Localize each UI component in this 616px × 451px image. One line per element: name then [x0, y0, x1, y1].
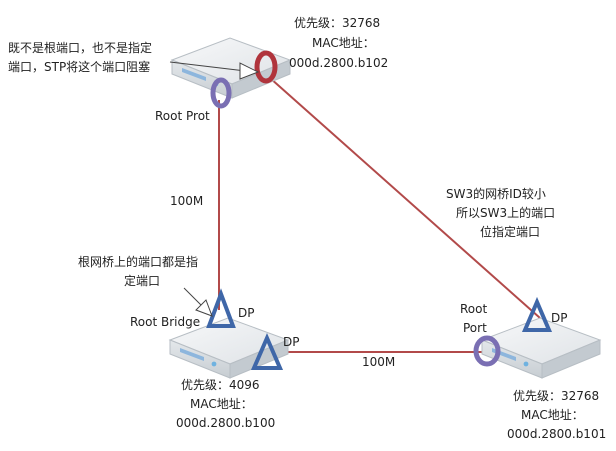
- sw-left-mac: 000d.2800.b100: [176, 416, 275, 430]
- sw-top-port-label: Root Prot: [155, 109, 210, 123]
- root-port-marker-top: [210, 77, 232, 109]
- arrow-icon: [169, 61, 260, 80]
- sw-right-priority: 优先级：32768: [513, 389, 599, 403]
- note-sw3-line2: 所以SW3上的端口: [456, 205, 555, 220]
- sw-left-name: Root Bridge: [130, 315, 200, 329]
- note-sw3-line1: SW3的网桥ID较小: [446, 186, 546, 201]
- sw-right-port-label-1: Root: [460, 302, 487, 316]
- designated-port-marker-left-right: [250, 332, 284, 370]
- note-root-bridge-line2: 定端口: [124, 273, 160, 288]
- ellipse-icon: [210, 77, 232, 109]
- dp-label-right: DP: [551, 311, 567, 325]
- sw-right-mac: 000d.2800.b101: [507, 427, 606, 441]
- root-port-marker-right: [473, 335, 501, 367]
- link-left-speed: 100M: [170, 194, 203, 208]
- note-sw3-line3: 位指定端口: [480, 224, 540, 239]
- link-top-right: [269, 77, 541, 319]
- dp-label-left-top: DP: [238, 306, 254, 320]
- dp-label-left-right: DP: [283, 335, 299, 349]
- designated-port-marker-left-top: [206, 288, 236, 328]
- link-bottom-speed: 100M: [362, 355, 395, 369]
- sw-top-mac: 000d.2800.b102: [289, 56, 388, 70]
- triangle-icon: [521, 296, 553, 332]
- note-blocked-line2: 端口，STP将这个端口阻塞: [8, 59, 150, 74]
- arrow-icon: [183, 287, 213, 317]
- note-blocked-line1: 既不是根端口，也不是指定: [8, 40, 152, 55]
- sw-right-port-label-2: Port: [463, 321, 487, 335]
- sw-top-mac-label: MAC地址：: [312, 36, 375, 50]
- triangle-icon: [206, 288, 236, 328]
- sw-left-mac-label: MAC地址：: [190, 397, 253, 411]
- ellipse-icon: [254, 50, 278, 84]
- sw-right-mac-label: MAC地址：: [521, 408, 584, 422]
- note-root-bridge-line1: 根网桥上的端口都是指: [78, 254, 198, 269]
- designated-port-marker-right: [521, 296, 553, 332]
- ellipse-icon: [473, 335, 501, 367]
- sw-left-priority: 优先级：4096: [181, 378, 260, 392]
- triangle-icon: [250, 332, 284, 370]
- blocked-port-marker: [254, 50, 278, 84]
- sw-top-priority: 优先级：32768: [294, 16, 380, 30]
